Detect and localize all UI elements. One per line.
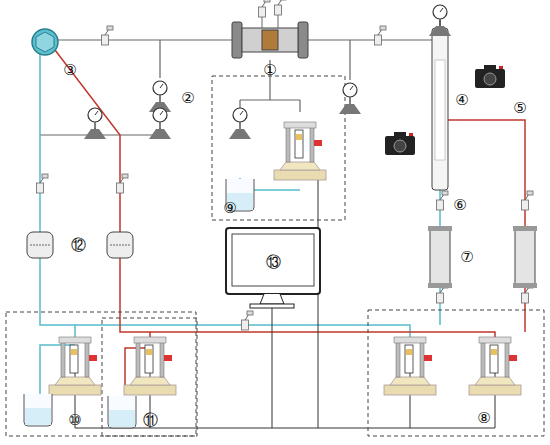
core-holder xyxy=(275,0,287,15)
accumulator xyxy=(428,226,452,231)
callout-number: ⑤ xyxy=(513,101,526,116)
accumulator xyxy=(430,228,450,286)
group-frame xyxy=(102,318,197,436)
syringe-pump xyxy=(124,337,176,395)
signal-line xyxy=(272,308,273,428)
core-holder xyxy=(278,14,279,28)
computer-monitor xyxy=(226,228,320,294)
water-line xyxy=(40,54,75,340)
water-line xyxy=(40,54,440,395)
accumulator xyxy=(513,283,537,288)
filter xyxy=(27,232,133,258)
beaker xyxy=(24,394,52,426)
line-valve xyxy=(437,191,449,210)
gas-line xyxy=(299,100,300,112)
callout-number: ③ xyxy=(63,63,76,78)
accumulator xyxy=(428,283,452,288)
computer-monitor xyxy=(232,234,314,286)
syringe-pump xyxy=(49,337,101,395)
syringe-pump xyxy=(274,122,326,180)
core-holder xyxy=(259,0,271,17)
callout-number: ④ xyxy=(455,93,468,108)
pressure-gauge xyxy=(229,108,251,139)
group-frame xyxy=(6,76,544,436)
filter xyxy=(30,245,50,246)
accumulator xyxy=(513,226,537,231)
filter xyxy=(110,245,130,246)
pressure-gauge xyxy=(149,108,171,139)
gas-line xyxy=(239,100,240,108)
computer-monitor xyxy=(226,228,320,308)
oil-line xyxy=(55,50,525,395)
accumulator xyxy=(428,226,537,288)
core-holder xyxy=(262,30,278,50)
pressure-gauge xyxy=(84,81,361,139)
camera xyxy=(385,65,505,155)
accumulator xyxy=(515,228,535,286)
callout-number: ⑨ xyxy=(223,201,236,216)
callout-number: ⑥ xyxy=(453,198,466,213)
callout-number: ⑧ xyxy=(477,411,490,426)
gas-line xyxy=(349,40,350,80)
pressure-gauge xyxy=(84,108,106,139)
core-holder xyxy=(242,28,298,52)
beaker xyxy=(108,396,136,428)
group-frame xyxy=(6,312,196,436)
pressure-gauge xyxy=(339,83,361,114)
group-frame xyxy=(368,310,544,436)
filter xyxy=(107,232,133,258)
gas-line xyxy=(240,99,300,100)
callout-number: ⑪ xyxy=(143,413,158,428)
separator-tube xyxy=(429,5,451,36)
line-valve xyxy=(242,311,254,330)
line-valve xyxy=(102,26,114,45)
callout-number: ⑫ xyxy=(71,238,86,253)
signal-line xyxy=(318,180,319,428)
computer-monitor xyxy=(260,294,284,304)
line-valve xyxy=(375,26,387,45)
callout-number: ⑩ xyxy=(68,413,81,428)
core-holder xyxy=(232,0,308,58)
core-holder xyxy=(232,22,242,58)
gas-line xyxy=(308,39,432,40)
line-valve xyxy=(37,26,534,330)
filter xyxy=(27,232,53,258)
group-frame xyxy=(212,76,345,220)
callout-number: ② xyxy=(181,91,194,106)
oil-line xyxy=(55,50,150,340)
gas-line xyxy=(159,40,160,78)
pressure-gauge xyxy=(149,81,171,112)
separator-tube xyxy=(429,5,451,190)
beaker xyxy=(24,179,254,428)
separator-tube xyxy=(432,28,448,190)
six-way-valve xyxy=(36,32,54,52)
computer-monitor xyxy=(250,304,294,308)
line-valve xyxy=(522,191,534,210)
syringe-pump xyxy=(384,337,436,395)
line-valve xyxy=(37,174,49,193)
syringe-pump xyxy=(469,337,521,395)
syringe-pump xyxy=(49,122,521,395)
gas-line xyxy=(57,39,232,40)
callout-number: ⑬ xyxy=(266,255,281,270)
line-valve xyxy=(117,174,129,193)
core-holder xyxy=(298,22,308,58)
callout-number: ⑦ xyxy=(460,250,473,265)
separator-tube xyxy=(435,60,445,160)
camera xyxy=(385,132,415,155)
six-way-valve xyxy=(32,29,58,55)
oil-line xyxy=(150,332,495,340)
signal-line xyxy=(75,180,495,428)
callout-number: ① xyxy=(263,63,276,78)
camera xyxy=(475,65,505,88)
six-way-valve xyxy=(32,29,58,55)
